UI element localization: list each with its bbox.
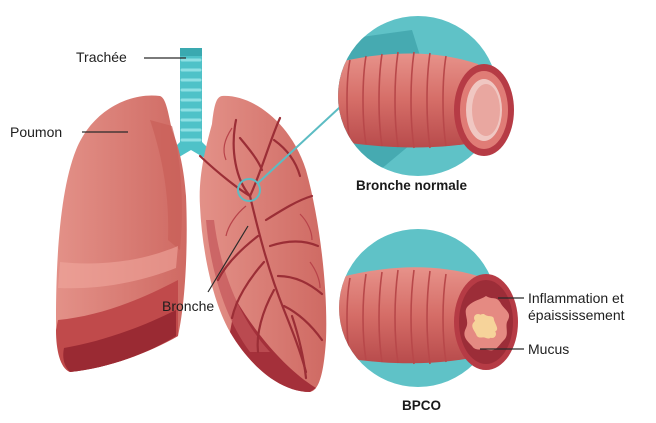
- caption-copd: BPCO: [402, 398, 441, 413]
- mucus-label: Mucus: [528, 341, 569, 358]
- caption-normal-bronchus: Bronche normale: [356, 178, 467, 193]
- inflammation-label-line2: épaississement: [528, 307, 625, 324]
- left-lung-illustration: [56, 95, 187, 372]
- trachea-label: Trachée: [76, 49, 127, 66]
- lung-label: Poumon: [10, 124, 62, 141]
- bronchus-label: Bronche: [162, 298, 214, 315]
- inflammation-label-line1: Inflammation et: [528, 290, 624, 307]
- bronchus-normal-illustration: [330, 16, 514, 176]
- right-lung-illustration: [200, 96, 327, 392]
- bronchus-copd-illustration: [330, 229, 518, 387]
